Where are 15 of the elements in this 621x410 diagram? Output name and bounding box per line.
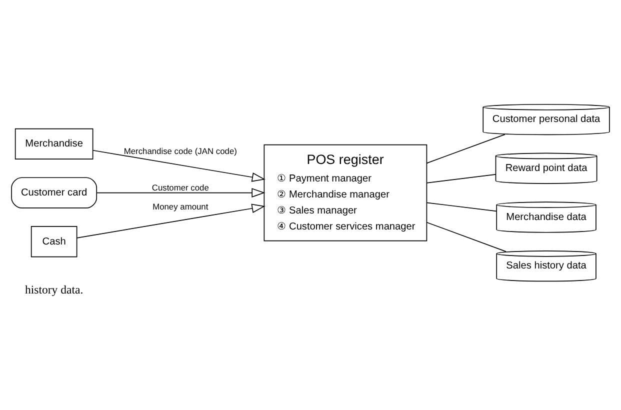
connector (426, 202, 497, 212)
arrow (96, 188, 266, 198)
arrow (92, 150, 266, 182)
connector (426, 174, 496, 184)
node-box: Cash (30, 226, 78, 258)
connector (426, 222, 506, 252)
connector (426, 134, 506, 164)
edge-label: Customer code (152, 182, 209, 192)
node-box: Merchandise (14, 128, 94, 160)
edge-label: Merchandise code (JAN code) (124, 146, 237, 156)
edge-label: Money amount (152, 202, 208, 212)
node-box: Customer card (11, 177, 98, 208)
label: history data. (24, 284, 84, 297)
node-box: POS register ① Payment manager ② Merchandise manager ③ Sales manager ④ Customer services manager (264, 144, 428, 242)
arrow (76, 204, 266, 238)
